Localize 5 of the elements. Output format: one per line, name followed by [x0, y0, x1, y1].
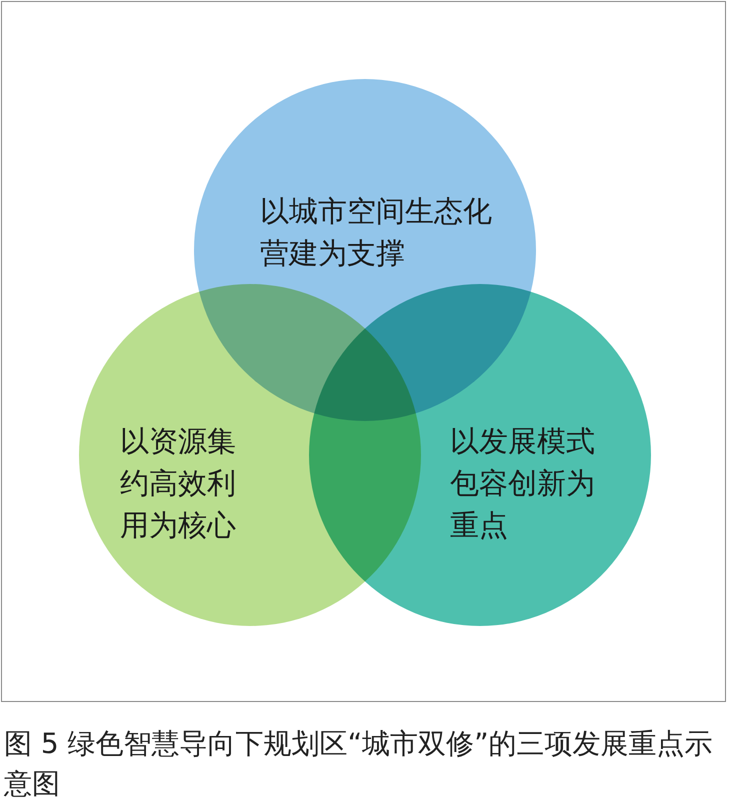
circle-label: 以城市空间生态化营建为支撑	[260, 193, 493, 272]
circle-label: 以资源集约高效利用为核心	[120, 423, 237, 544]
figure-caption: 图 5 绿色智慧导向下规划区“城市双修”的三项发展重点示意图	[4, 726, 714, 802]
venn-circle	[194, 79, 536, 421]
circle-label: 以发展模式包容创新为重点	[450, 423, 596, 544]
